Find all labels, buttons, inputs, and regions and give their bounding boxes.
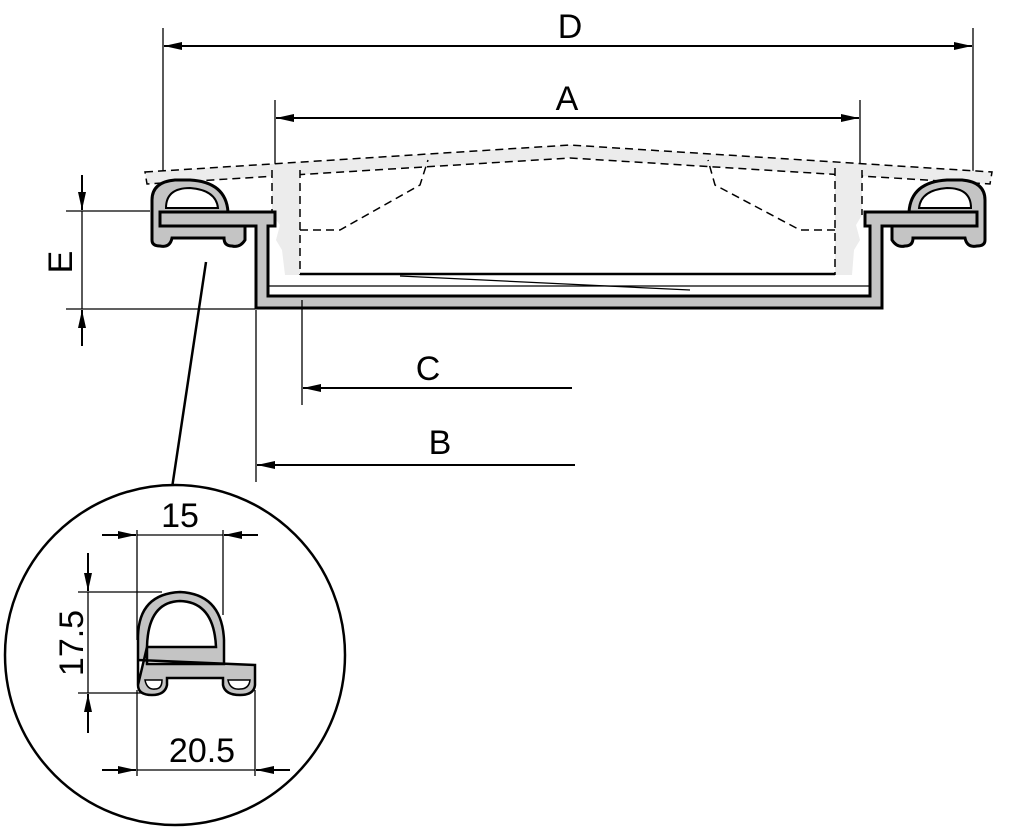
lid (144, 144, 993, 291)
dimension-label-e: E (42, 251, 80, 274)
dimension-label-c: C (416, 350, 441, 388)
dimension-c: C (301, 300, 572, 405)
dimension-e: E (42, 175, 255, 346)
dimension-a: A (274, 80, 861, 170)
dimension-label-d: D (558, 8, 583, 46)
detail-label-width-top: 15 (161, 497, 199, 535)
dimension-label-a: A (556, 80, 579, 118)
seal-profile (136, 590, 257, 697)
frame-tray (158, 210, 982, 310)
seal-right (890, 178, 987, 248)
seal-detail: 15 17.5 20.5 (3, 483, 347, 827)
detail-label-height: 17.5 (53, 610, 91, 676)
detail-leader-line (170, 261, 208, 489)
seal-left (150, 178, 247, 248)
dimension-d: D (162, 8, 974, 178)
dimension-label-b: B (429, 424, 452, 462)
detail-label-width-bottom: 20.5 (169, 732, 235, 770)
dimension-b: B (255, 310, 575, 482)
